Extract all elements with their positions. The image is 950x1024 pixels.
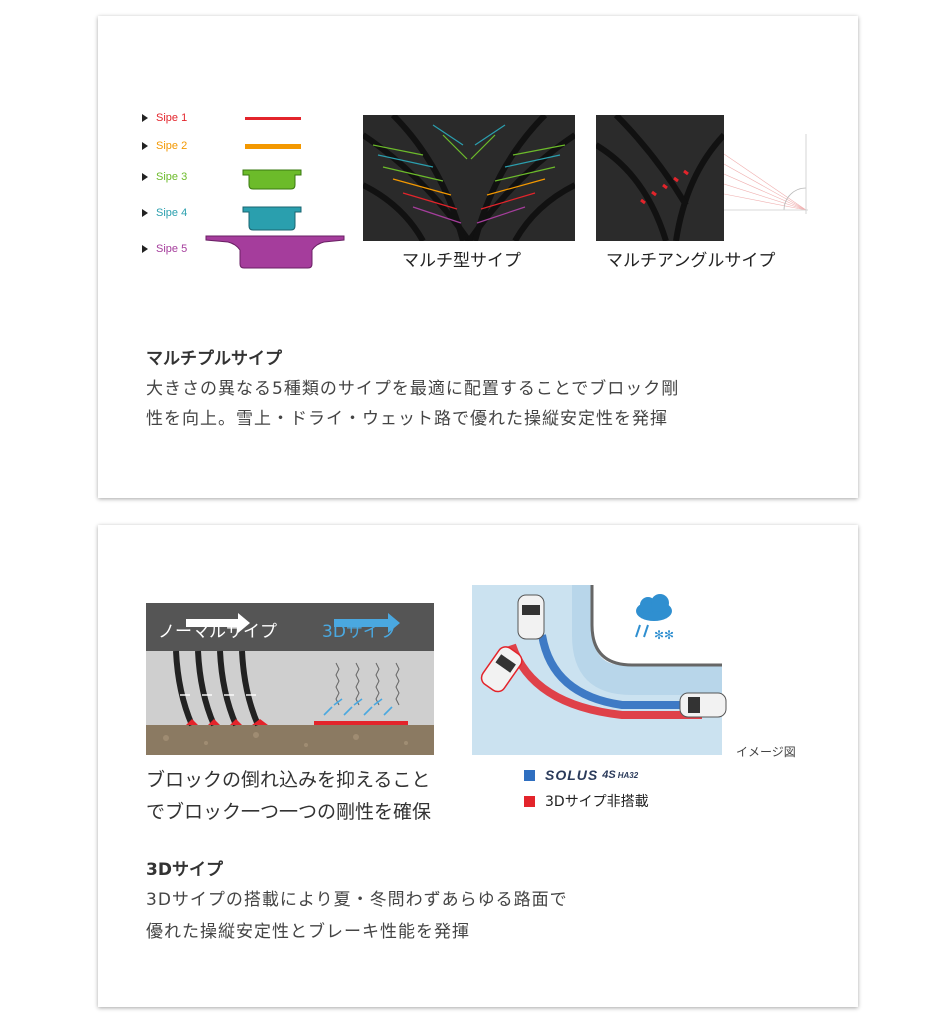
3d-sipe-card: ノーマルサイプ 3Dサイプ ブロックの倒れ込みを抑えること でブロック一つ一つの… bbox=[98, 525, 858, 1007]
sipe-shapes-illustration bbox=[205, 117, 345, 269]
triangle-bullet-icon bbox=[142, 142, 148, 150]
diagram-caption-line-2: でブロック一つ一つの剛性を確保 bbox=[146, 801, 432, 823]
sipe-legend: Sipe 1 Sipe 2 Sipe 3 Sipe 4 Sipe 5 bbox=[142, 108, 352, 278]
legend-label: Sipe 2 bbox=[156, 140, 188, 152]
svg-text:✻✻: ✻✻ bbox=[654, 628, 674, 642]
multiple-sipe-card: Sipe 1 Sipe 2 Sipe 3 Sipe 4 Sipe 5 bbox=[98, 16, 858, 498]
normal-sipe-label: ノーマルサイプ bbox=[158, 622, 277, 642]
3d-sipe-label: 3Dサイプ bbox=[322, 622, 397, 642]
car-right bbox=[679, 692, 727, 718]
legend-solus: SOLUS 4S HA32 bbox=[524, 767, 638, 783]
body-text-line-2: 性を向上。雪上・ドライ・ウェット路で優れた操縦安定性を発揮 bbox=[146, 409, 668, 429]
angle-tread-graphic bbox=[596, 115, 724, 241]
legend-item-sipe-5: Sipe 5 bbox=[142, 239, 187, 259]
legend-item-sipe-4: Sipe 4 bbox=[142, 203, 187, 223]
snow-cloud-icon: ✻✻ bbox=[635, 594, 674, 642]
sipe-comparison-diagram: ノーマルサイプ 3Dサイプ bbox=[146, 603, 434, 755]
sipe-1-shape bbox=[245, 117, 301, 120]
legend-label: Sipe 1 bbox=[156, 112, 188, 124]
section-heading: 3Dサイプ bbox=[146, 860, 223, 880]
car-top bbox=[517, 594, 545, 640]
legend-label: 3Dサイプ非搭載 bbox=[545, 794, 649, 810]
red-square-icon bbox=[524, 795, 535, 807]
multi-sipe-tread-image bbox=[363, 115, 575, 241]
car-skid bbox=[480, 646, 523, 693]
section-heading: マルチプルサイプ bbox=[146, 349, 282, 369]
image-note: イメージ図 bbox=[736, 745, 796, 759]
triangle-bullet-icon bbox=[142, 209, 148, 217]
body-text-line-1: 大きさの異なる5種類のサイプを最適に配置することでブロック剛 bbox=[146, 379, 680, 399]
multi-angle-sipe-tread-image bbox=[596, 115, 724, 241]
triangle-bullet-icon bbox=[142, 173, 148, 181]
legend-item-sipe-3: Sipe 3 bbox=[142, 167, 187, 187]
triangle-bullet-icon bbox=[142, 114, 148, 122]
solus-brand: SOLUS bbox=[545, 767, 599, 783]
angle-fan-diagram bbox=[724, 134, 808, 214]
legend-item-sipe-2: Sipe 2 bbox=[142, 136, 187, 156]
sipe-comparison-graphic bbox=[146, 603, 434, 755]
tread-pattern-graphic bbox=[363, 115, 575, 241]
solus-code: HA32 bbox=[617, 770, 639, 780]
legend-label: Sipe 4 bbox=[156, 207, 188, 219]
body-text-line-1: 3Dサイプの搭載により夏・冬問わずあらゆる路面で bbox=[146, 890, 568, 910]
blue-square-icon bbox=[524, 769, 535, 781]
legend-item-sipe-1: Sipe 1 bbox=[142, 108, 187, 128]
solus-model: 4S bbox=[602, 769, 616, 781]
legend-label: Sipe 3 bbox=[156, 171, 188, 183]
legend-label: Sipe 5 bbox=[156, 243, 188, 255]
diagram-caption-line-1: ブロックの倒れ込みを抑えること bbox=[146, 769, 431, 791]
triangle-bullet-icon bbox=[142, 245, 148, 253]
cornering-road-illustration: ✻✻ bbox=[472, 585, 742, 755]
sipe-5-shape bbox=[205, 235, 345, 269]
sipe-4-shape bbox=[242, 206, 302, 231]
legend-no-3d-sipe: 3Dサイプ非搭載 bbox=[524, 791, 649, 811]
multi-angle-sipe-caption: マルチアングルサイプ bbox=[606, 251, 776, 271]
sipe-2-shape bbox=[245, 144, 301, 149]
body-text-line-2: 優れた操縦安定性とブレーキ性能を発揮 bbox=[146, 922, 470, 942]
sipe-3-shape bbox=[242, 169, 302, 190]
multi-sipe-caption: マルチ型サイプ bbox=[402, 251, 521, 271]
